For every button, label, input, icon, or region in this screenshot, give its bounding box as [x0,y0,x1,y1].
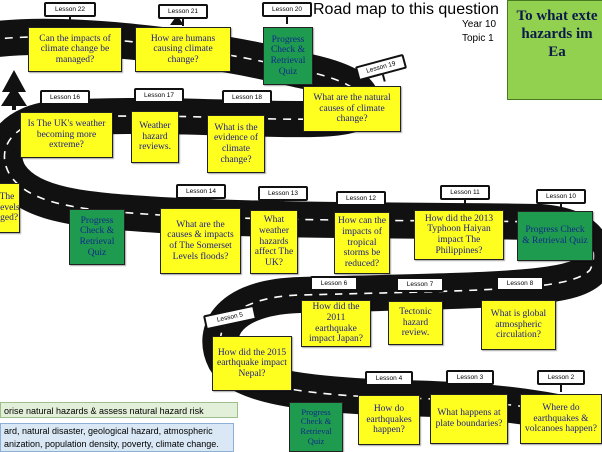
lesson-card-3[interactable]: What happens at plate boundaries? [430,394,508,444]
big-question-line: Ea [548,44,566,60]
lesson-sign: Lesson 14 [176,184,226,206]
lesson-card-13[interactable]: What weather hazards affect The UK? [250,210,298,274]
lesson-sign: Lesson 4 [365,371,413,393]
lesson-card-14[interactable]: What are the causes & impacts of The Som… [160,208,241,274]
lesson-card-18[interactable]: What is the evidence of climate change? [207,115,265,173]
lesson-card-12[interactable]: How can the impacts of tropical storms b… [334,212,390,274]
big-question-line: hazards im [521,26,593,42]
big-question-line: To what exte [516,8,598,24]
lesson-card-22[interactable]: Can the impacts of climate change be man… [28,27,122,72]
quiz-card[interactable]: Progress Check & Retrieval Quiz [69,209,125,265]
lesson-sign: Lesson 21 [158,4,208,26]
keywords-line: anization, population density, poverty, … [4,439,219,449]
quiz-card[interactable]: Progress Check & Retrieval Quiz [517,211,593,261]
lesson-sign: Lesson 7 [396,277,444,299]
lesson-sign: Lesson 2 [537,370,585,392]
lesson-sign: Lesson 6 [310,276,358,298]
objective-box: orise natural hazards & assess natural h… [0,402,238,418]
keywords-line: ard, natural disaster, geological hazard… [4,426,213,436]
year-label: Year 10 [462,19,497,30]
lesson-card-4[interactable]: How do earthquakes happen? [358,395,420,445]
lesson-sign: Lesson 11 [440,185,490,207]
lesson-card-17[interactable]: Weather hazard reviews. [131,111,179,163]
lesson-card-11[interactable]: How did the 2013 Typhoon Haiyan impact T… [414,210,504,260]
lesson-card-6[interactable]: How did the 2011 earthquake impact Japan… [301,300,371,347]
lesson-card-16[interactable]: Is The UK's weather becoming more extrem… [20,112,113,158]
quiz-card[interactable]: Progress Check & Retrieval Quiz [289,402,343,452]
lesson-card-20[interactable]: Progress Check & Retrieval Quiz [263,27,313,85]
lesson-card-15[interactable]: The Levels aged? [0,183,20,233]
big-question-box: To what exte hazards im Ea [507,0,602,100]
lesson-sign: Lesson 12 [336,191,386,213]
page-title: Road map to this question [313,1,499,18]
lesson-card-2[interactable]: Where do earthquakes & volcanoes happen? [520,394,602,444]
lesson-sign: Lesson 18 [222,90,272,112]
topic-label: Topic 1 [462,33,494,44]
lesson-card-19[interactable]: What are the natural causes of climate c… [303,86,401,132]
lesson-sign: Lesson 16 [40,90,90,112]
keywords-box: ard, natural disaster, geological hazard… [0,423,234,452]
lesson-card-8[interactable]: What is global atmospheric circulation? [481,300,556,350]
lesson-sign: Lesson 10 [536,189,586,211]
tree-icon [1,70,27,110]
lesson-sign: Lesson 20 [262,2,312,24]
lesson-sign: Lesson 17 [134,88,184,110]
lesson-card-5[interactable]: How did the 2015 earthquake impact Nepal… [212,336,292,391]
lesson-card-7[interactable]: Tectonic hazard review. [388,301,443,345]
lesson-sign: Lesson 22 [44,2,96,24]
lesson-sign: Lesson 8 [496,276,544,298]
lesson-card-21[interactable]: How are humans causing climate change? [135,27,231,72]
lesson-sign: Lesson 13 [258,186,308,208]
lesson-sign: Lesson 3 [446,370,494,392]
